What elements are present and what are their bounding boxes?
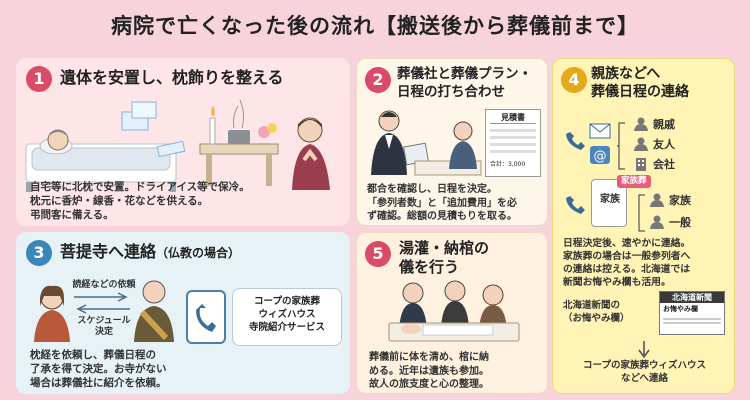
step-4-title-line: 葬儀日程の連絡 (591, 84, 689, 100)
consultation-illustration (371, 110, 482, 176)
step-5-body-line: 故人の旅支度と心の整理。 (369, 379, 489, 390)
service-line: ウィズハウス (258, 309, 316, 320)
step-5-title: 湯灌・納棺の 儀を行う (399, 239, 489, 277)
newspaper-sub: お悔やみ欄 (663, 305, 698, 313)
step-3-title: 菩提寺へ連絡（仏教の場合） (60, 242, 240, 263)
step-3-number: 3 (26, 240, 52, 266)
arrow-left-icon (76, 304, 130, 314)
relatives-icon (634, 117, 648, 131)
step-1-body-line: 弔問客に備える。 (30, 209, 114, 221)
step-4-title-line: 親族などへ (591, 66, 661, 82)
request-label: 読経などの依頼 (72, 280, 136, 290)
step-3-body-line: 了承を得て決定。お寺がない (30, 363, 167, 375)
step-5-body: 葬儀前に体を清め、棺に納 める。近年は遺族も参加。 故人の旅支度と心の整理。 (369, 351, 547, 392)
step-3-body-line: 枕経を依頼し、葬儀日程の (30, 349, 156, 361)
step-4-body-line: 家族葬の場合は一般参列者へ (563, 251, 691, 262)
step-5-number: 5 (365, 241, 391, 267)
mail-icon (589, 123, 611, 139)
target-family: 家族 (669, 194, 691, 207)
step-5-body-line: める。近年は遺族も参加。 (369, 365, 489, 377)
step-5-title-line: 湯灌・納棺の (399, 239, 490, 257)
svg-text:@: @ (594, 149, 607, 164)
step-2-title-line: 葬儀社と葬儀プラン・ (397, 66, 532, 82)
step-5-panel: 5 湯灌・納棺の 儀を行う 葬儀前に体を清め、棺に納 める。近年は遺族も参加。 … (356, 232, 548, 394)
newspaper-label-line: 北海道新聞の (563, 300, 621, 311)
schedule-label: スケジュール 決定 (66, 316, 142, 338)
phone-icon (566, 196, 585, 214)
step-3-body-line: 場合は葬儀社に紹介を依頼。 (30, 377, 167, 389)
step-3-title-note: （仏教の場合） (156, 246, 241, 260)
at-sign-icon: @ (590, 146, 610, 164)
step-4-body-line: 新聞お悔やみ欄も活用。 (563, 277, 671, 288)
newspaper-label-line: （お悔やみ欄） (563, 313, 630, 324)
step-1-title: 遺体を安置し、枕飾りを整える (60, 68, 284, 87)
phone-card (186, 290, 226, 344)
monk-illustration (134, 280, 174, 342)
step-1-body-line: 自宅等に北枕で安置。ドライアイス等で保冷。 (30, 181, 250, 193)
newspaper-illustration: 北海道新聞 お悔やみ欄 (659, 291, 725, 335)
encoffining-illustration (388, 280, 520, 342)
service-line: 寺院紹介サービス (248, 322, 325, 333)
estimate-title: 見積書 (490, 113, 536, 124)
step-1-number: 1 (26, 66, 52, 92)
coop-contact: コープの家族葬ウィズハウス などへ連絡 (557, 359, 732, 385)
step-2-title-line: 日程の打ち合わせ (397, 84, 505, 100)
office-icon (636, 158, 646, 171)
target-public: 一般 (669, 216, 691, 229)
step-4-body-line: 日程決定後、速やかに連絡。 (563, 238, 691, 249)
step-3-body: 枕経を依頼し、葬儀日程の 了承を得て決定。お寺がない 場合は葬儀社に紹介を依頼。 (30, 348, 350, 390)
family-funeral-tag: 家族葬 (617, 175, 651, 188)
step-2-title: 葬儀社と葬儀プラン・ 日程の打ち合わせ (397, 65, 532, 101)
estimate-document: 見積書 合計：3,000 (485, 109, 541, 177)
step-1-panel: 1 遺体を安置し、枕飾りを整える 自宅等に北枕で安置。ドライアイス等で保冷。 枕… (16, 58, 350, 226)
friends-icon (634, 137, 648, 151)
coop-contact-line: コープの家族葬ウィズハウス (583, 360, 706, 371)
step-3-title-main: 菩提寺へ連絡 (60, 242, 157, 261)
schedule-label-line: スケジュール (77, 316, 131, 326)
contact-relatives: 親戚 (653, 118, 675, 131)
deceased-bed-illustration (25, 101, 186, 192)
praying-woman-illustration (292, 117, 330, 190)
temple-referral-service: コープの家族葬 ウィズハウス 寺院紹介サービス (232, 288, 342, 346)
step-2-body-line: 「参列者数」と「追加費用」を必 (367, 197, 517, 209)
newspaper-label: 北海道新聞の （お悔やみ欄） (563, 299, 653, 325)
estimate-total: 合計：3,000 (490, 161, 526, 168)
schedule-label-line: 決定 (94, 327, 113, 337)
phone-icon (196, 304, 216, 332)
altar-illustration (199, 99, 279, 186)
step-2-body-line: 都合を確認し、日程を決定。 (367, 184, 497, 195)
arrow-right-icon (74, 292, 128, 302)
step-2-body-line: ず確認。総額の見積もりを取る。 (367, 211, 517, 222)
step-3-panel: 3 菩提寺へ連絡（仏教の場合） 読経などの依頼 スケジュール 決定 コープの家族… (16, 232, 350, 394)
newspaper-name: 北海道新聞 (660, 292, 724, 303)
step-2-body: 都合を確認し、日程を決定。 「参列者数」と「追加費用」を必 ず確認。総額の見積も… (367, 183, 547, 224)
step-2-panel: 2 葬儀社と葬儀プラン・ 日程の打ち合わせ 見積書 合計：3,000 都合を確認… (356, 58, 548, 226)
step-4-title: 親族などへ 葬儀日程の連絡 (591, 65, 689, 101)
page-title: 病院で亡くなった後の流れ【搬送後から葬儀前まで】 (111, 14, 639, 38)
bracket-icon (638, 194, 645, 232)
family-icon (650, 193, 664, 207)
contact-friends: 友人 (653, 138, 675, 151)
step-4-number: 4 (561, 67, 587, 93)
step-4-panel: 4 親族などへ 葬儀日程の連絡 @ 親戚 友人 会社 家族 家族葬 家族 一般 … (552, 58, 735, 394)
phone-icon (566, 132, 585, 150)
woman-illustration (34, 285, 70, 342)
step-5-body-line: 葬儀前に体を清め、棺に納 (369, 352, 489, 363)
step-4-body: 日程決定後、速やかに連絡。 家族葬の場合は一般参列者へ の連絡は控える。北海道で… (563, 237, 733, 289)
step-1-body: 自宅等に北枕で安置。ドライアイス等で保冷。 枕元に香炉・線香・花などを供える。 … (30, 180, 348, 222)
step-1-body-line: 枕元に香炉・線香・花などを供える。 (30, 195, 209, 207)
bracket-icon (617, 122, 625, 170)
family-funeral-label: 家族 (600, 194, 620, 205)
contact-company: 会社 (653, 158, 675, 171)
step-4-body-line: の連絡は控える。北海道では (563, 264, 691, 275)
public-icon (650, 215, 664, 229)
step-5-title-line: 儀を行う (399, 258, 460, 276)
service-line: コープの家族葬 (254, 296, 320, 307)
coop-contact-line: などへ連絡 (620, 373, 669, 384)
step-2-number: 2 (365, 67, 391, 93)
arrow-down-icon (638, 341, 650, 359)
